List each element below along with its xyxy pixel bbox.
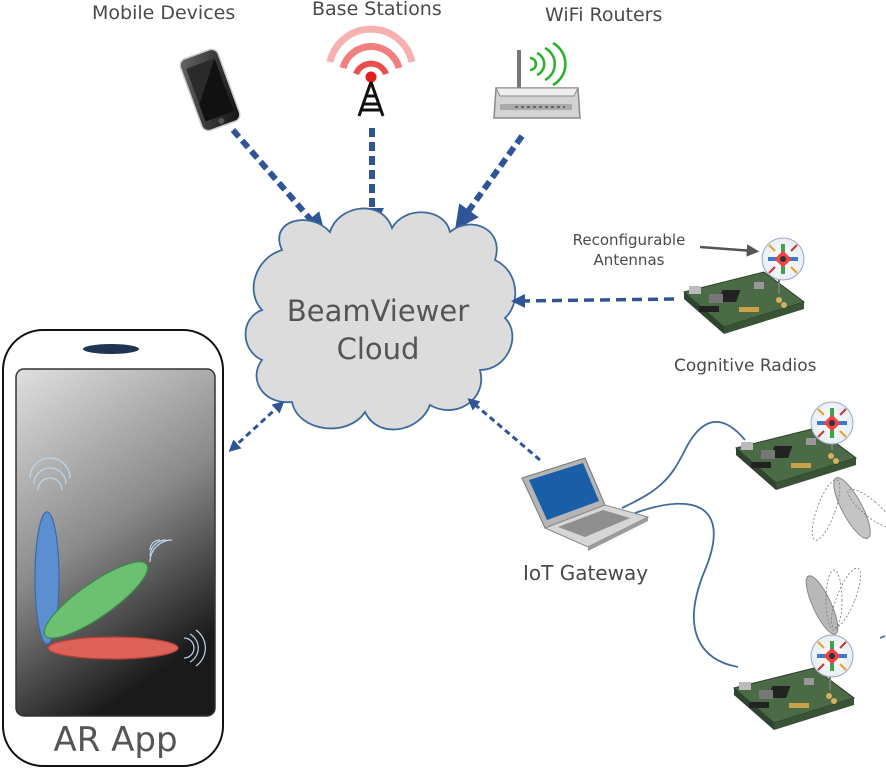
ar-phone: [2, 329, 224, 767]
label-mobile-devices: Mobile Devices: [92, 2, 236, 24]
antenna-icon: [810, 634, 854, 678]
cloud-label: BeamViewer Cloud: [268, 292, 488, 368]
arrow-radio-to-cloud: [511, 293, 675, 308]
label-reconfigurable-antennas: Reconfigurable Antennas: [560, 230, 698, 270]
beam-red: [47, 636, 179, 660]
beam-blue: [34, 511, 60, 645]
cell-tower-icon: [326, 25, 416, 117]
beam-pattern: [805, 567, 862, 635]
smartphone-icon: [179, 48, 241, 132]
beamviewer-cloud: [244, 207, 517, 431]
label-iot-gateway: IoT Gateway: [523, 561, 649, 585]
label-reconfigurable-line2: Antennas: [593, 251, 665, 269]
antenna-icon: [810, 401, 854, 445]
cloud-label-line1: BeamViewer: [286, 294, 470, 328]
edge-mark: [879, 635, 886, 639]
antenna-icon: [761, 237, 805, 281]
label-reconfigurable-line1: Reconfigurable: [572, 231, 686, 249]
label-cognitive-radios: Cognitive Radios: [674, 356, 817, 376]
arrow-gateway-to-cloud: [467, 398, 541, 462]
cable-lower: [634, 502, 739, 668]
cloud-label-line2: Cloud: [336, 332, 420, 366]
wifi-router-icon: [493, 41, 581, 119]
beam-pattern: [811, 477, 886, 541]
label-base-stations: Base Stations: [312, 0, 442, 20]
label-wifi-routers: WiFi Routers: [545, 4, 663, 26]
arrow-cloud-ar: [228, 400, 285, 453]
cable-upper: [621, 421, 746, 509]
arrow-reconfigurable: [699, 244, 760, 257]
beam-green: [43, 561, 149, 639]
arrow-mobile-to-cloud: [230, 128, 326, 238]
label-ar-app: AR App: [53, 720, 178, 760]
arrow-wifi-to-cloud: [455, 134, 525, 230]
laptop-icon: [521, 457, 650, 551]
